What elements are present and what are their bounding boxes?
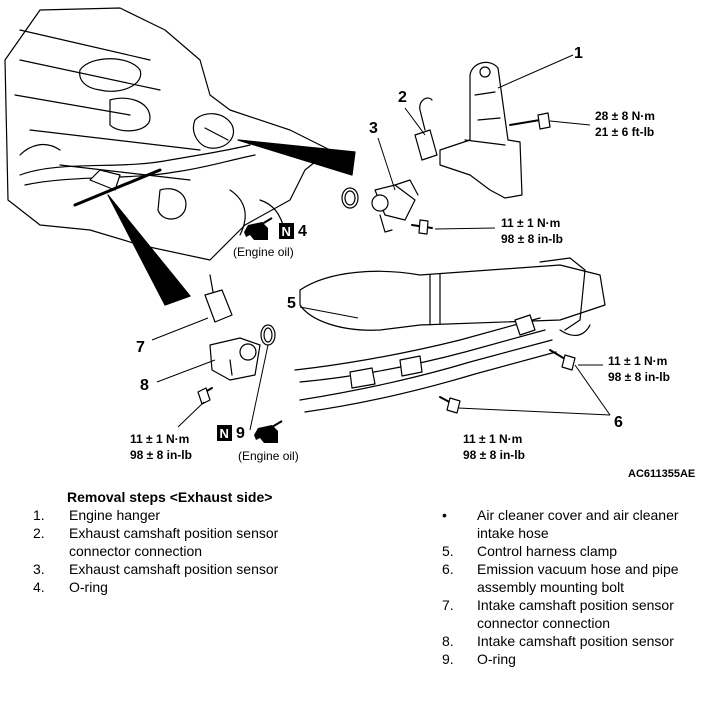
step-number: 1. bbox=[33, 507, 45, 523]
torque-3-imperial: 98 ± 8 in-lb bbox=[501, 232, 563, 246]
step-bullet: • bbox=[442, 507, 447, 523]
torque-1-metric: 28 ± 8 N·m bbox=[595, 109, 655, 123]
step-item: 7. Intake camshaft position sensor conne… bbox=[442, 596, 707, 632]
step-text: O-ring bbox=[69, 579, 108, 595]
step-item: 6. Emission vacuum hose and pipe assembl… bbox=[442, 560, 707, 596]
torque-6a-imperial: 98 ± 8 in-lb bbox=[608, 370, 670, 384]
callout-1: 1 bbox=[574, 45, 583, 62]
step-text: Intake camshaft position sensor connecto… bbox=[477, 597, 674, 631]
removal-steps-left: Removal steps <Exhaust side> 1. Engine h… bbox=[33, 488, 333, 596]
callout-9: 9 bbox=[236, 425, 245, 442]
callout-6: 6 bbox=[614, 414, 623, 431]
callout-5: 5 bbox=[287, 295, 296, 312]
n-symbol-box bbox=[279, 223, 294, 239]
step-item: 1. Engine hanger bbox=[33, 506, 333, 524]
engine-illustration bbox=[4, 7, 606, 414]
n-symbol-box bbox=[217, 425, 232, 441]
step-number: 5. bbox=[442, 543, 454, 559]
step-item: 4. O-ring bbox=[33, 578, 333, 596]
step-number: 4. bbox=[33, 579, 45, 595]
step-item: 2. Exhaust camshaft position sensor conn… bbox=[33, 524, 333, 560]
removal-steps-right: • Air cleaner cover and air cleaner inta… bbox=[442, 506, 707, 668]
leader-lines bbox=[151, 54, 611, 431]
callout-4: 4 bbox=[298, 223, 307, 240]
step-text: Exhaust camshaft position sensor connect… bbox=[69, 525, 279, 559]
step-item: 8. Intake camshaft position sensor bbox=[442, 632, 707, 650]
step-item: 9. O-ring bbox=[442, 650, 707, 668]
step-number: 2. bbox=[33, 525, 45, 541]
removal-steps-title: Removal steps <Exhaust side> bbox=[67, 489, 273, 505]
torque-6b-metric: 11 ± 1 N·m bbox=[463, 432, 522, 446]
step-number: 9. bbox=[442, 651, 454, 667]
step-text: Intake camshaft position sensor bbox=[477, 633, 674, 649]
torque-8-imperial: 98 ± 8 in-lb bbox=[130, 448, 192, 462]
torque-6b-imperial: 98 ± 8 in-lb bbox=[463, 448, 525, 462]
step-item: 5. Control harness clamp bbox=[442, 542, 707, 560]
step-number: 3. bbox=[33, 561, 45, 577]
callout-2: 2 bbox=[398, 89, 407, 106]
callout-8: 8 bbox=[140, 377, 149, 394]
callout-7: 7 bbox=[136, 339, 145, 356]
step-text: Control harness clamp bbox=[477, 543, 618, 559]
step-number: 6. bbox=[442, 561, 454, 577]
step-text: Emission vacuum hose and pipe assembly m… bbox=[477, 561, 679, 595]
step-text: Air cleaner cover and air cleaner intake… bbox=[477, 507, 679, 541]
torque-1-imperial: 21 ± 6 ft-lb bbox=[595, 125, 654, 139]
step-item: • Air cleaner cover and air cleaner inta… bbox=[442, 506, 707, 542]
service-illustration: 1 2 3 4 5 6 7 8 9 28 ± 8 N·m 21 ± 6 ft-l… bbox=[4, 7, 695, 480]
engine-oil-note-9: (Engine oil) bbox=[238, 449, 299, 463]
torque-3-metric: 11 ± 1 N·m bbox=[501, 216, 560, 230]
oil-can-icon bbox=[244, 217, 273, 240]
step-item: 3. Exhaust camshaft position sensor bbox=[33, 560, 333, 578]
torque-8-metric: 11 ± 1 N·m bbox=[130, 432, 189, 446]
step-text: O-ring bbox=[477, 651, 516, 667]
step-text: Exhaust camshaft position sensor bbox=[69, 561, 279, 577]
figure-id: AC611355AE bbox=[628, 468, 695, 480]
torque-6a-metric: 11 ± 1 N·m bbox=[608, 354, 667, 368]
step-number: 8. bbox=[442, 633, 454, 649]
oil-can-icon bbox=[254, 420, 283, 443]
engine-oil-note-4: (Engine oil) bbox=[233, 245, 294, 259]
step-text: Engine hanger bbox=[69, 507, 161, 523]
step-number: 7. bbox=[442, 597, 454, 613]
callout-3: 3 bbox=[369, 120, 378, 137]
n-symbol-label: N bbox=[220, 426, 229, 441]
n-symbol-label: N bbox=[282, 224, 291, 239]
